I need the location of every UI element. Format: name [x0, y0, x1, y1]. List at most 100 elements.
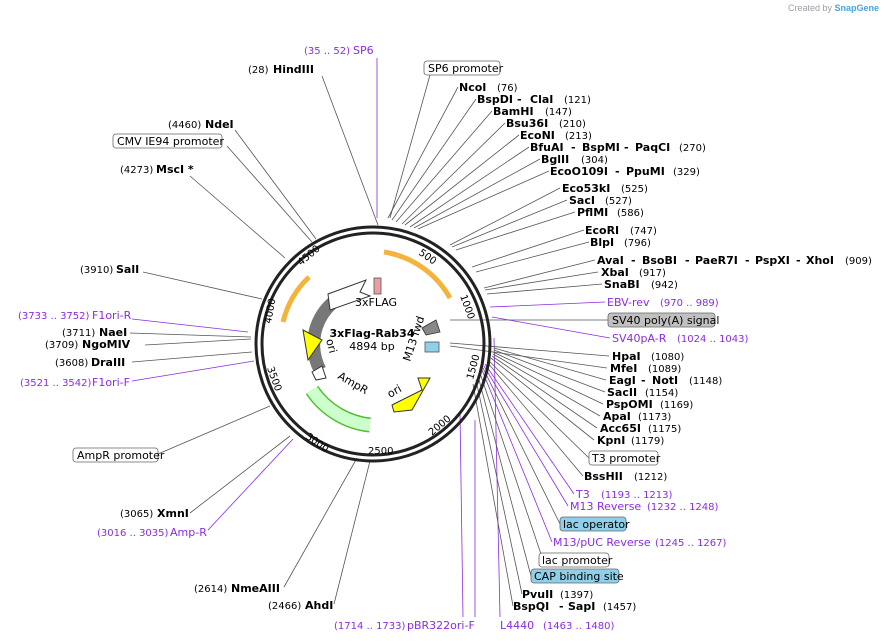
- avai-sep3: -: [745, 254, 750, 267]
- sv40-signal-shape: [421, 319, 441, 336]
- nmeaiii-label: NmeAIII: [231, 582, 280, 595]
- ampr-head: [311, 365, 327, 381]
- t3-prom-box: [588, 450, 659, 466]
- nmeaiii-line: [283, 457, 358, 588]
- t3-line: [484, 363, 575, 495]
- lac-op-label: lac operator: [563, 518, 630, 531]
- hpai-label: HpaI: [612, 350, 641, 363]
- bspqi-line: [472, 383, 514, 607]
- tick-4000: 4000: [263, 298, 278, 325]
- sp6-pos: (35 .. 52): [304, 46, 350, 57]
- t3-prom-line: [487, 359, 590, 459]
- m13rev-line: [483, 365, 569, 507]
- bamhi-label: BamHI: [493, 105, 534, 118]
- hpai-line: [449, 342, 610, 357]
- yellow-promoter-arrow: [302, 329, 323, 362]
- m13rev-label: M13 Reverse: [570, 500, 641, 513]
- avai-label: AvaI: [597, 254, 624, 267]
- pvuii-pos: (1397): [560, 590, 593, 601]
- blpi-line: [475, 241, 590, 273]
- xmni-label: XmnI: [157, 507, 189, 520]
- sp6-prom-box: [423, 60, 501, 76]
- pspomi-pos: (1169): [660, 400, 693, 411]
- eagi-line: [493, 347, 607, 381]
- draiii-pos: (3608): [55, 358, 88, 369]
- xmni-pos: (3065): [120, 509, 153, 520]
- sali-line: [142, 271, 263, 300]
- f1ori-ring-label: ori: [323, 337, 339, 354]
- eagi-pos: (1148): [689, 376, 722, 387]
- bsobi-label: BsoBI: [642, 254, 677, 267]
- pflmi-pos: (586): [617, 208, 644, 219]
- kpni-label: KpnI: [597, 434, 625, 447]
- sp6-prom-label: SP6 promoter: [428, 62, 504, 75]
- ecoo109i-line: [417, 170, 550, 230]
- sacii-pos: (1154): [645, 388, 678, 399]
- lac-prom-label: lac promoter: [542, 554, 613, 567]
- bsu36i-pos: (210): [559, 119, 586, 130]
- ecoo109i-pos: (329): [673, 167, 700, 178]
- blpi-label: BlpI: [590, 236, 614, 249]
- pvuii-label: PvuII: [522, 588, 553, 601]
- cmv-box: [112, 133, 223, 149]
- ebv-pos: (970 .. 989): [660, 298, 719, 309]
- acc65i-pos: (1175): [648, 424, 681, 435]
- cap-line: [477, 375, 532, 577]
- pspomi-label: PspOMI: [606, 398, 653, 411]
- kpni-line: [490, 357, 595, 441]
- sv40-feature-arrow: [383, 249, 453, 300]
- eco53ki-label: Eco53kI: [562, 182, 610, 195]
- msci-line: [189, 175, 286, 259]
- m13puc-label: M13/pUC Reverse: [553, 536, 651, 549]
- bsu36i-line: [401, 122, 506, 225]
- pflmi-line: [455, 211, 576, 251]
- sacii-line: [493, 349, 606, 393]
- pbr-pos: (1714 .. 1733): [334, 621, 406, 632]
- ncoi-line: [387, 86, 459, 219]
- xmni-line: [189, 435, 291, 514]
- tick-2500: 2500: [368, 446, 393, 457]
- kpni-pos: (1179): [631, 436, 664, 447]
- sv40pa-label: SV40pA-R: [612, 332, 667, 345]
- amp-r-label: Amp-R: [170, 526, 207, 539]
- hindiii-label: HindIII: [273, 63, 314, 76]
- f1ori-f-label: F1ori-F: [92, 376, 130, 389]
- avai-pos: (909): [845, 256, 872, 267]
- bsshii-pos: (1212): [634, 472, 667, 483]
- bspdi-label: BspDI: [477, 93, 513, 106]
- cmv-feature-arrow: [280, 275, 311, 323]
- sp6-prom-line: [389, 74, 431, 219]
- bamhi-pos: (147): [545, 107, 572, 118]
- bspqi-sep: -: [559, 600, 564, 613]
- saci-line: [451, 199, 568, 248]
- tick-3000: 3000: [303, 431, 330, 455]
- mfei-pos: (1089): [648, 364, 681, 375]
- lac-op-box: [559, 516, 627, 532]
- cap-box: [530, 568, 620, 584]
- clai-label: ClaI: [530, 93, 553, 106]
- flag-tag-box: [373, 277, 382, 295]
- bsshii-line: [486, 361, 584, 477]
- ampr-prom-line: [157, 405, 271, 455]
- avai-sep2: -: [685, 254, 690, 267]
- bfuai-sep2: -: [624, 141, 629, 154]
- sp6-label: SP6: [353, 44, 374, 57]
- cap-label: CAP binding site: [534, 570, 624, 583]
- acc65i-line: [491, 355, 598, 429]
- amp-r-line: [207, 438, 294, 531]
- pspomi-line: [492, 351, 604, 405]
- draiii-line: [131, 351, 253, 363]
- ebv-line: [489, 301, 606, 308]
- ecoo109i-label: EcoO109I: [550, 165, 608, 178]
- ebv-label: EBV-rev: [607, 296, 650, 309]
- snabi-pos: (942): [651, 280, 678, 291]
- plasmid-size: 4894 bp: [349, 340, 394, 353]
- ahdi-line: [333, 460, 371, 605]
- bspdi-sep: -: [517, 93, 522, 106]
- msci-label: MscI *: [156, 163, 194, 176]
- eagi-sep: -: [641, 374, 646, 387]
- nmeaiii-pos: (2614): [194, 584, 227, 595]
- blpi-pos: (796): [624, 238, 651, 249]
- paqci-label: PaqCI: [635, 141, 670, 154]
